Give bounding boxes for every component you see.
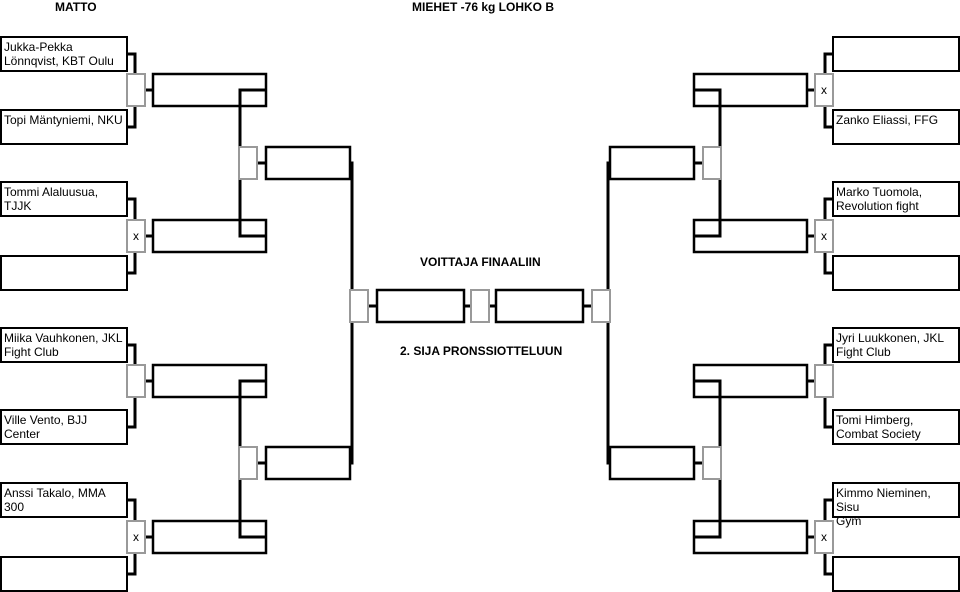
right-competitor-box [832,327,960,363]
right-round1-mark: x [821,229,827,243]
right-round1-mark-box [814,73,834,107]
right-finalist-box [494,288,585,324]
right-round2-mark-box [702,446,722,480]
left-round1-mark-box [126,364,146,398]
winner-to-final-label: VOITTAJA FINAALIIN [420,255,541,269]
right-round2-winner-box [608,445,696,481]
right-round3-mark-box [591,289,611,323]
left-round2-winner-box [264,445,352,481]
right-round1-mark: x [821,530,827,544]
right-round2-mark-box [702,146,722,180]
left-round1-mark: x [133,530,139,544]
left-round1-mark-box [126,219,146,253]
right-competitor-box [832,36,960,72]
left-competitor-box [0,36,128,72]
left-competitor-box [0,255,128,291]
left-round2-mark-box [238,146,258,180]
page-title: MIEHET -76 kg LOHKO B [412,0,555,14]
mat-label: MATTO [55,0,97,14]
left-round1-mark-box [126,520,146,554]
right-round1-mark-box [814,219,834,253]
left-competitor-box [0,409,128,445]
left-competitor-name: Topi Mäntyniemi, NKU [4,113,123,127]
left-competitor-name: Ville Vento, BJJ Center [4,413,88,441]
left-round3-mark-box [349,289,369,323]
left-competitor-name: Miika Vauhkonen, JKL Fight Club [4,331,123,359]
left-competitor-box [0,556,128,592]
left-competitor-box [0,181,128,217]
right-competitor-box [832,255,960,291]
right-round2-winner-box [608,145,696,181]
left-competitor-box [0,327,128,363]
left-competitor-name: Anssi Takalo, MMA 300 [4,486,106,514]
right-round1-mark-box [814,364,834,398]
left-round1-mark-box [126,73,146,107]
right-competitor-name: Jyri Luukkonen, JKL Fight Club [836,331,945,359]
left-competitor-box [0,482,128,518]
right-competitor-box [832,556,960,592]
right-round1-mark-box [814,520,834,554]
right-competitor-box [832,109,960,145]
left-round2-winner-box [264,145,352,181]
right-competitor-name: Marko Tuomola, Revolution fight [836,185,923,213]
left-competitor-name: Tommi Alaluusua, TJJK [4,185,99,213]
left-competitor-box [0,109,128,145]
right-round1-mark: x [821,83,827,97]
right-competitor-name: Zanko Eliassi, FFG [836,113,939,127]
final-mark-box [470,289,490,323]
left-round2-mark-box [238,446,258,480]
left-round1-mark: x [133,229,139,243]
right-competitor-box [832,409,960,445]
left-competitor-name: Jukka-Pekka Lönnqvist, KBT Oulu [4,40,114,68]
left-finalist-box [375,288,466,324]
right-competitor-name: Kimmo Nieminen, Sisu Gym [836,486,931,528]
second-place-bronze-label: 2. SIJA PRONSSIOTTELUUN [400,344,563,358]
right-competitor-name: Tomi Himberg, Combat Society [836,413,921,441]
